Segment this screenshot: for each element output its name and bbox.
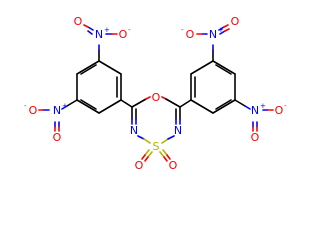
right-top-nitro-oxygen-label-2: O (231, 15, 240, 28)
right-bottom-nitro-oxygen-label-1: O (275, 104, 284, 117)
sulfonyl-oxygen-right-label: O (169, 159, 178, 172)
sulfonyl-oxygen-left-label: O (135, 159, 144, 172)
right-aryl-bond (179, 99, 192, 108)
left-bottom-nitro-oxygen-label-1: O (29, 104, 38, 117)
left-bottom-nitro-group (38, 99, 78, 132)
right-bottom-nitro-plus-charge: + (260, 102, 266, 110)
right-top-nitro-nitrogen-label: N (209, 28, 217, 41)
left-top-nitro-nitrogen-label: N (95, 28, 103, 41)
left-top-nitro-group (83, 24, 118, 62)
ring-sulfur-label: S (153, 140, 160, 153)
central-ring (131, 96, 181, 162)
right-bottom-nitro-group (234, 99, 274, 132)
right-benzene-ring (190, 60, 236, 114)
ring-nitrogen-right-label: N (174, 124, 182, 137)
left-bottom-nitro-nitrogen-label: N (53, 104, 61, 117)
right-bottom-nitro-nitrogen-label: N (251, 104, 259, 117)
left-bottom-nitro-oxygen-label-2: O (53, 131, 62, 144)
left-aryl-bond (120, 99, 133, 108)
right-bottom-nitro-minus-charge: - (284, 102, 287, 110)
ring-nitrogen-left-label: N (130, 124, 138, 137)
right-top-nitro-plus-charge: + (218, 26, 224, 34)
left-bottom-nitro-minus-charge: - (24, 102, 27, 110)
left-top-nitro-oxygen-label-1: O (74, 15, 83, 28)
ring-oxygen-label: O (152, 91, 161, 104)
right-bottom-nitro-oxygen-label-2: O (251, 131, 260, 144)
left-top-nitro-minus-charge: - (128, 26, 131, 34)
left-bottom-nitro-plus-charge: + (62, 102, 68, 110)
right-top-nitro-oxygen-label-1: O (186, 28, 195, 41)
left-top-nitro-oxygen-label-2: O (119, 28, 128, 41)
left-top-nitro-plus-charge: + (104, 26, 110, 34)
right-top-nitro-minus-charge: - (181, 26, 184, 34)
structure-diagram: O N N S O O N + O O - N + O - O N + O - … (24, 15, 287, 172)
left-benzene-ring (76, 60, 122, 114)
right-top-nitro-group (196, 24, 230, 62)
